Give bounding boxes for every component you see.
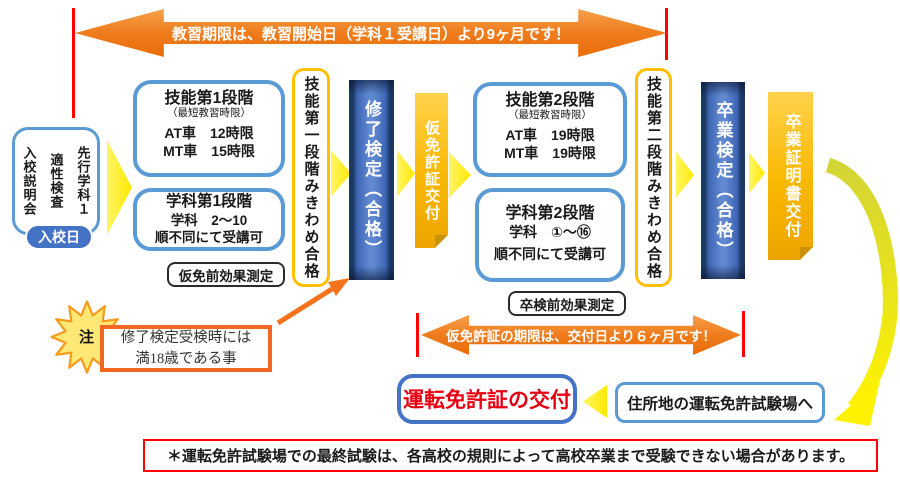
flow-arrow-icon — [449, 152, 471, 198]
mikiwame-stage2-box: 技能第二段階みきわめ合格 — [635, 68, 672, 287]
flow-arrow-icon — [397, 150, 415, 197]
provisional-term-arrow-6months: 仮免許証の期限は、交付日より６ヶ月です！ — [421, 315, 741, 355]
provisional-license-label: 仮免許証交付 — [423, 119, 440, 222]
license-center-box: 住所地の運転免許試験場へ — [615, 382, 825, 423]
red-marker-line — [72, 8, 75, 118]
gakka-stage2-line: 学科 ①～⑯ — [509, 224, 591, 241]
gakka-stage2-box: 学科第2段階 学科 ①～⑯ 順不同にて受講可 — [475, 188, 625, 282]
diagonal-arrow-icon — [276, 278, 350, 326]
mikiwame-stage2-label: 技能第二段階みきわめ合格 — [645, 75, 662, 280]
age-requirement-line: 満18歳である事 — [135, 350, 237, 367]
mikiwame-stage1-box: 技能第一段階みきわめ合格 — [292, 68, 330, 287]
skill-stage1-row: MT車 15時限 — [163, 142, 255, 159]
red-marker-line — [742, 311, 745, 357]
bottom-note: ＊運転免許試験場での最終試験は、各高校の規則によって高校卒業まで受験できない場合… — [143, 439, 878, 472]
entry-box: 入校説明会 適性検査 先行学科１ — [12, 127, 100, 235]
red-marker-line — [665, 8, 668, 60]
completion-exam-bar: 修了検定（合格） — [349, 80, 394, 280]
license-issuance-box: 運転免許証の交付 — [397, 374, 577, 424]
term-arrow-9months-label: 教習期限は、教習開始日（学科１受講日）より9ヶ月です！ — [171, 25, 571, 43]
gakka-stage1-line: 順不同にて受講可 — [155, 230, 263, 246]
completion-exam-label: 修了検定（合格） — [362, 100, 381, 260]
gakka-stage1-box: 学科第1段階 学科 2～10 順不同にて受講可 — [133, 188, 285, 251]
note-star-label: 注 — [79, 329, 95, 346]
pre-graduation-test-box: 卒検前効果測定 — [508, 291, 626, 316]
skill-stage2-title: 技能第2段階 — [505, 92, 595, 109]
term-arrow-9months: 教習期限は、教習開始日（学科１受講日）より9ヶ月です！ — [75, 9, 667, 57]
skill-stage2-box: 技能第2段階 （最短教習時限） AT車 19時限 MT車 19時限 — [473, 82, 627, 177]
pre-provisional-test-box: 仮免前効果測定 — [167, 262, 285, 287]
skill-stage2-row: AT車 19時限 — [505, 126, 595, 143]
provisional-license-bar: 仮免許証交付 — [415, 93, 448, 248]
graduation-exam-bar: 卒業検定（合格） — [701, 82, 745, 279]
graduation-certificate-label: 卒業証明書交付 — [782, 113, 800, 239]
graduation-certificate-bar: 卒業証明書交付 — [768, 92, 813, 260]
provisional-term-arrow-label: 仮免許証の期限は、交付日より６ヶ月です！ — [446, 329, 716, 344]
gakka-stage2-line: 順不同にて受講可 — [494, 246, 606, 263]
entry-column: 入校説明会 — [21, 146, 37, 216]
age-requirement-note: 修了検定受検時には 満18歳である事 — [100, 325, 272, 372]
skill-stage1-subtitle: （最短教習時限） — [167, 107, 251, 120]
skill-stage2-subtitle: （最短教習時限） — [508, 109, 592, 122]
age-requirement-line: 修了検定受検時には — [120, 330, 252, 347]
gakka-stage1-title: 学科第1段階 — [165, 193, 253, 210]
skill-stage1-box: 技能第1段階 （最短教習時限） AT車 12時限 MT車 15時限 — [133, 80, 285, 177]
flow-arrow-icon — [331, 150, 351, 197]
gakka-stage1-line: 学科 2～10 — [170, 212, 248, 228]
mikiwame-stage1-label: 技能第一段階みきわめ合格 — [302, 75, 320, 280]
red-marker-line — [416, 313, 419, 357]
gakka-stage2-title: 学科第2段階 — [505, 205, 595, 222]
intake-day-badge: 入校日 — [25, 224, 93, 250]
entry-column: 適性検査 — [48, 153, 64, 209]
flow-arrow-icon — [676, 152, 694, 198]
skill-stage1-row: AT車 12時限 — [164, 124, 254, 141]
curved-arrow-icon — [825, 157, 898, 426]
entry-column: 先行学科１ — [75, 146, 91, 216]
graduation-exam-label: 卒業検定（合格） — [713, 100, 733, 261]
flow-arrow-icon — [107, 140, 132, 235]
flow-arrow-icon — [583, 385, 607, 418]
skill-stage1-title: 技能第1段階 — [164, 90, 254, 107]
skill-stage2-row: MT車 19時限 — [504, 144, 596, 161]
flow-arrow-icon — [749, 152, 765, 194]
note-star-icon — [50, 300, 124, 374]
